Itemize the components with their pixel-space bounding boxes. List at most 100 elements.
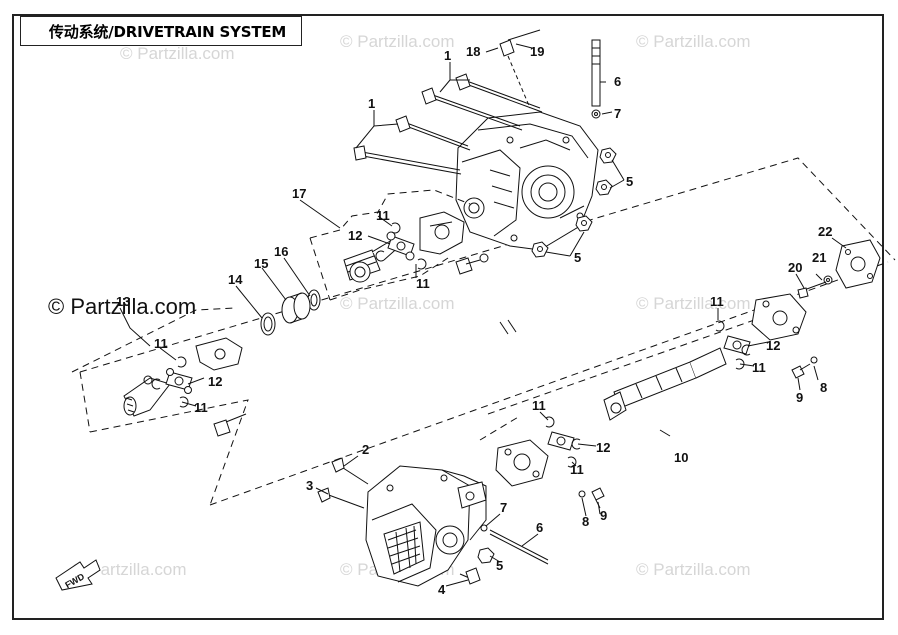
stud-6 bbox=[591, 39, 601, 107]
snap-ring-11 bbox=[375, 250, 385, 262]
flange-yoke bbox=[495, 439, 549, 487]
callout-9: 9 bbox=[796, 390, 803, 405]
callout-12: 12 bbox=[208, 374, 222, 389]
assembly-boundary bbox=[79, 157, 896, 373]
title-box: 传动系统/DRIVETRAIN SYSTEM bbox=[20, 16, 302, 46]
bolt-1 bbox=[421, 87, 523, 131]
bolt-washer bbox=[455, 253, 489, 275]
bolt-9 bbox=[791, 363, 811, 379]
callout-14: 14 bbox=[228, 272, 243, 287]
callout-13: 13 bbox=[116, 294, 130, 309]
bolt-left bbox=[213, 413, 247, 437]
assembly-boundary bbox=[89, 399, 249, 506]
o-ring-14 bbox=[260, 312, 276, 336]
callout-15: 15 bbox=[254, 256, 268, 271]
nut-5 bbox=[477, 547, 495, 564]
nut-5 bbox=[595, 179, 613, 196]
bolt-1 bbox=[353, 145, 462, 175]
callout-10: 10 bbox=[674, 450, 688, 465]
bolt-20 bbox=[797, 281, 827, 299]
front-differential bbox=[455, 111, 599, 251]
callout-3: 3 bbox=[306, 478, 313, 493]
watermark: © Partzilla.com bbox=[636, 32, 751, 51]
flange-yoke bbox=[419, 211, 465, 255]
snap-ring-11 bbox=[177, 356, 187, 368]
callout-5: 5 bbox=[496, 558, 503, 573]
snap-ring-11 bbox=[567, 456, 577, 468]
callout-12: 12 bbox=[596, 440, 610, 455]
watermark: © Partzilla.com bbox=[340, 294, 455, 313]
callout-19: 19 bbox=[530, 44, 544, 59]
pinion-flange-22 bbox=[835, 239, 881, 289]
watermark: © Partzilla.com bbox=[120, 44, 235, 63]
callout-12: 12 bbox=[766, 338, 780, 353]
callout-6: 6 bbox=[536, 520, 543, 535]
washer-8 bbox=[578, 490, 586, 498]
callout-7: 7 bbox=[500, 500, 507, 515]
bolt-1 bbox=[455, 73, 543, 113]
callout-2: 2 bbox=[362, 442, 369, 457]
u-joint-12 bbox=[386, 231, 415, 261]
callout-17: 17 bbox=[292, 186, 306, 201]
watermark: © Partzilla.com bbox=[636, 294, 751, 313]
flange-yoke bbox=[751, 293, 807, 341]
callout-22: 22 bbox=[818, 224, 832, 239]
bolt-1 bbox=[395, 115, 471, 151]
rear-differential bbox=[365, 465, 487, 587]
callout-8: 8 bbox=[582, 514, 589, 529]
watermark-large: © Partzilla.com bbox=[48, 294, 197, 319]
callout-1: 1 bbox=[444, 48, 451, 63]
callout-16: 16 bbox=[274, 244, 288, 259]
u-joint-12 bbox=[547, 431, 575, 451]
callout-11: 11 bbox=[752, 360, 766, 375]
callout-20: 20 bbox=[788, 260, 802, 275]
callout-21: 21 bbox=[812, 250, 826, 265]
callout-8: 8 bbox=[820, 380, 827, 395]
nut-5 bbox=[599, 147, 617, 164]
callout-4: 4 bbox=[438, 582, 446, 597]
callout-11: 11 bbox=[570, 462, 584, 477]
callout-11: 11 bbox=[532, 398, 546, 413]
snap-ring-11 bbox=[571, 438, 581, 450]
yoke-13 bbox=[123, 375, 171, 417]
u-joint-12 bbox=[165, 368, 193, 394]
bolt-4 bbox=[459, 567, 481, 585]
watermark: © Partzilla.com bbox=[72, 560, 187, 579]
u-joint-12 bbox=[723, 335, 751, 355]
snap-ring-11 bbox=[715, 320, 725, 332]
callout-1: 1 bbox=[368, 96, 375, 111]
shaft-yoke bbox=[195, 337, 243, 371]
stud-6 bbox=[489, 529, 549, 565]
watermark: © Partzilla.com bbox=[636, 560, 751, 579]
callout-11: 11 bbox=[710, 294, 724, 309]
bolt-3 bbox=[317, 487, 365, 509]
callout-5: 5 bbox=[574, 250, 581, 265]
leader-lines bbox=[119, 43, 847, 587]
callout-5: 5 bbox=[626, 174, 633, 189]
nut-5 bbox=[531, 241, 549, 258]
clip-18 bbox=[499, 39, 515, 57]
nut-5 bbox=[575, 215, 593, 232]
hose-19 bbox=[507, 29, 541, 41]
callout-6: 6 bbox=[614, 74, 621, 89]
callout-11: 11 bbox=[154, 336, 168, 351]
snap-ring-11 bbox=[735, 358, 745, 370]
washer-7 bbox=[591, 109, 601, 119]
callout-7: 7 bbox=[614, 106, 621, 121]
snap-ring-11 bbox=[151, 378, 161, 390]
snap-ring-11 bbox=[545, 416, 555, 428]
snap-ring-11 bbox=[391, 222, 401, 234]
slip-yoke-17 bbox=[343, 239, 403, 283]
fwd-arrow-icon bbox=[55, 559, 101, 591]
callout-11: 11 bbox=[376, 208, 390, 223]
bolt-2 bbox=[331, 457, 369, 485]
page-title: 传动系统/DRIVETRAIN SYSTEM bbox=[49, 22, 287, 41]
snap-ring-11 bbox=[179, 396, 189, 408]
callout-18: 18 bbox=[466, 44, 480, 59]
propeller-shaft-10 bbox=[603, 347, 727, 421]
callout-12: 12 bbox=[348, 228, 362, 243]
diagram-frame bbox=[12, 14, 884, 620]
callout-9: 9 bbox=[600, 508, 607, 523]
callout-11: 11 bbox=[416, 276, 430, 291]
